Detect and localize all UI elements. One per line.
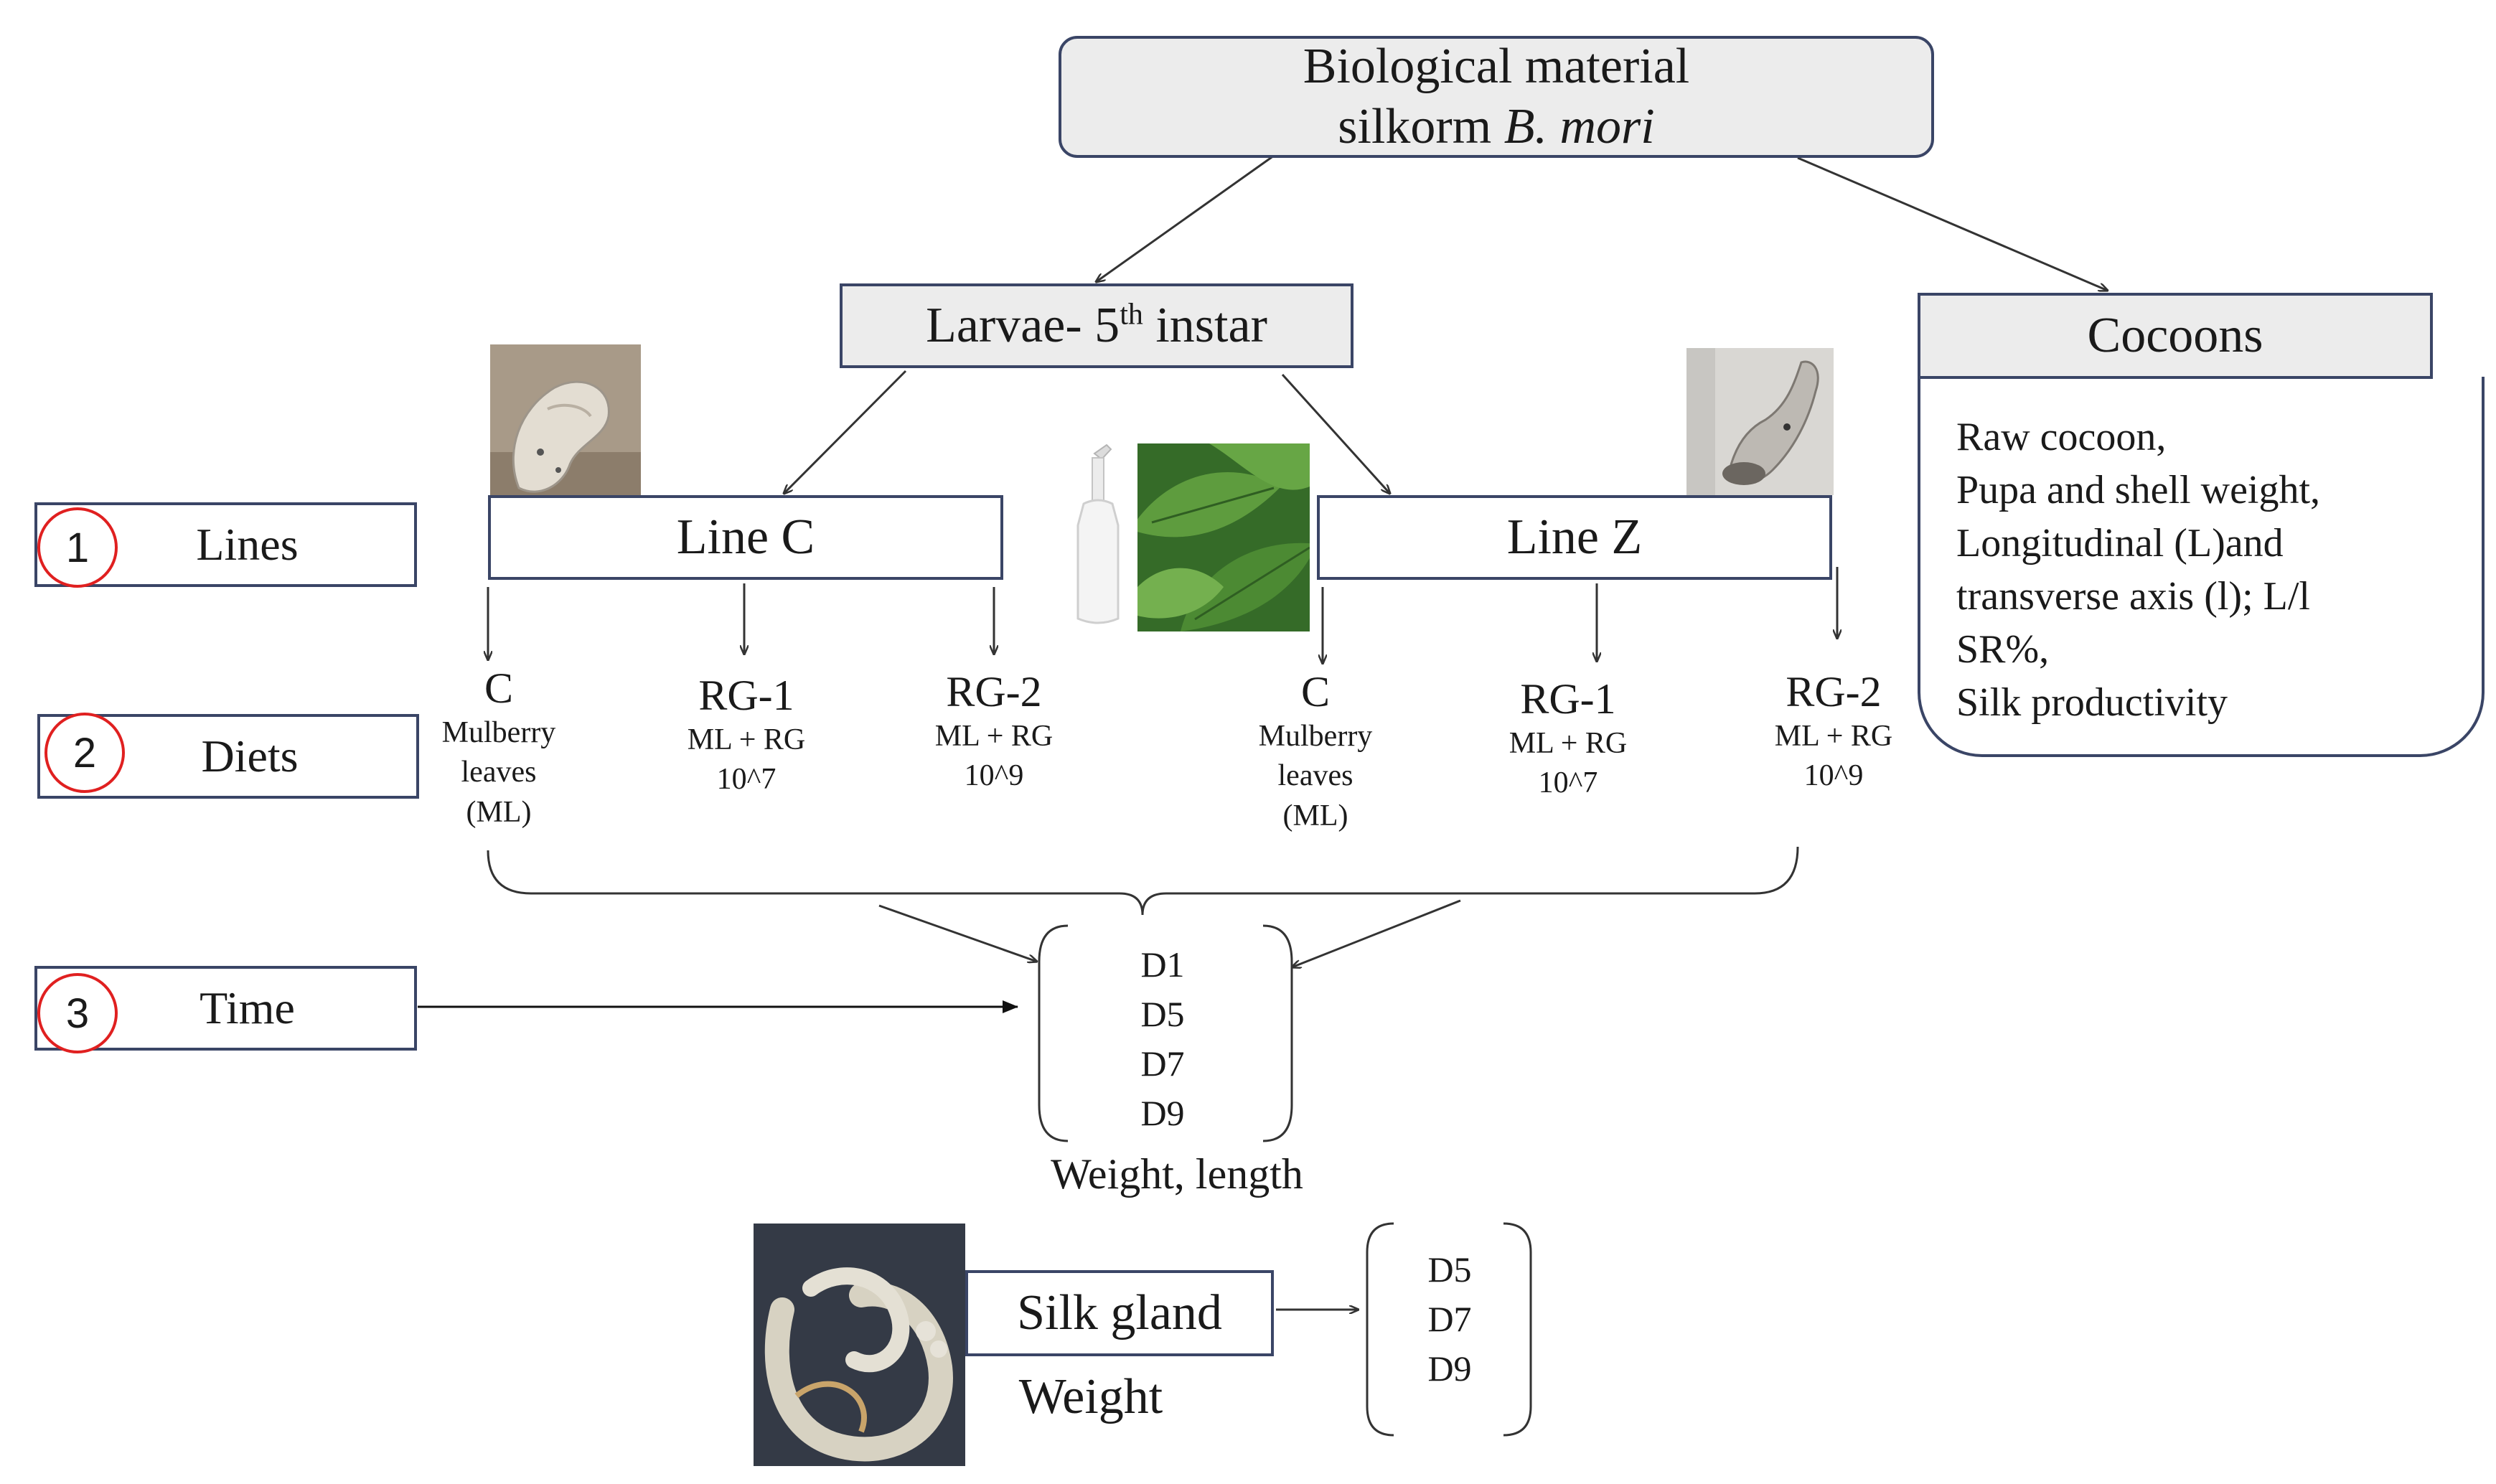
biological-material-title: Biological material <box>1303 39 1690 94</box>
silkworm-line-c-photo <box>490 344 641 501</box>
species-line: silkorm B. mori <box>1338 97 1654 157</box>
cocoon-item: Pupa and shell weight, <box>1956 467 2321 512</box>
day-item: D5 <box>1140 994 1185 1034</box>
step-3-number: 3 <box>65 990 90 1037</box>
cocoons-title: Cocoons <box>2087 308 2263 363</box>
line-c-box: Line C <box>488 495 1003 580</box>
cocoon-item: Longitudinal (L)and <box>1956 520 2284 565</box>
step-time-label: Time <box>200 982 295 1033</box>
day-item: D9 <box>1427 1348 1472 1389</box>
cocoon-item: Silk productivity <box>1956 680 2228 725</box>
silk-gland-measure: Weight <box>1018 1369 1163 1424</box>
mulberry-leaves-photo <box>1137 443 1310 631</box>
step-2-circle: 2 <box>44 713 125 793</box>
species-prefix: silkorm <box>1338 99 1504 154</box>
cocoon-item: SR%, <box>1956 626 2050 672</box>
cocoon-item: transverse axis (l); L/l <box>1956 573 2310 619</box>
day-item: D5 <box>1427 1249 1472 1290</box>
diet-rg1-line-z: RG-1 ML + RG 10^7 <box>1509 675 1628 800</box>
step-diets-label: Diets <box>201 731 299 781</box>
biological-material-box: Biological material silkorm B. mori <box>1059 36 1934 158</box>
larvae-box: Larvae- 5th instar <box>840 283 1353 368</box>
diet-rg2-line-z: RG-2 ML + RG 10^9 <box>1774 668 1893 793</box>
day-item: D7 <box>1427 1299 1472 1339</box>
day-item: D7 <box>1140 1043 1185 1084</box>
line-z-box: Line Z <box>1317 495 1832 580</box>
cocoon-measurements-list: Raw cocoon, Pupa and shell weight, Longi… <box>1918 377 2485 757</box>
time-measure-label: Weight, length <box>1051 1150 1303 1198</box>
cocoon-item: Raw cocoon, <box>1956 415 2167 459</box>
step-lines-label: Lines <box>196 519 299 570</box>
time-days-list: D1 D5 D7 D9 <box>1091 940 1234 1138</box>
step-1-circle: 1 <box>37 507 118 588</box>
silk-gland-box: Silk gland <box>965 1270 1274 1356</box>
spray-bottle-icon <box>1062 439 1134 633</box>
diet-c-line-z: C Mulberry leaves (ML) <box>1258 668 1373 832</box>
species-name: B. mori <box>1503 99 1655 154</box>
diet-rg1-line-c: RG-1 ML + RG 10^7 <box>687 672 806 797</box>
day-item: D9 <box>1140 1093 1185 1133</box>
larvae-label: Larvae- 5th instar <box>926 298 1267 353</box>
step-1-number: 1 <box>65 524 90 571</box>
silk-gland-label: Silk gland <box>1017 1285 1222 1340</box>
cocoons-box: Cocoons <box>1918 293 2433 379</box>
step-2-number: 2 <box>72 729 97 776</box>
silk-gland-days-list: D5 D7 D9 <box>1378 1245 1521 1394</box>
step-3-circle: 3 <box>37 973 118 1053</box>
line-c-label: Line C <box>676 509 815 565</box>
diet-c-line-c: C Mulberry leaves (ML) <box>441 664 556 829</box>
diet-rg2-line-c: RG-2 ML + RG 10^9 <box>934 668 1054 793</box>
silk-gland-photo <box>754 1224 965 1466</box>
day-item: D1 <box>1140 944 1185 985</box>
line-z-label: Line Z <box>1506 509 1643 565</box>
silkworm-line-z-photo <box>1686 348 1834 495</box>
